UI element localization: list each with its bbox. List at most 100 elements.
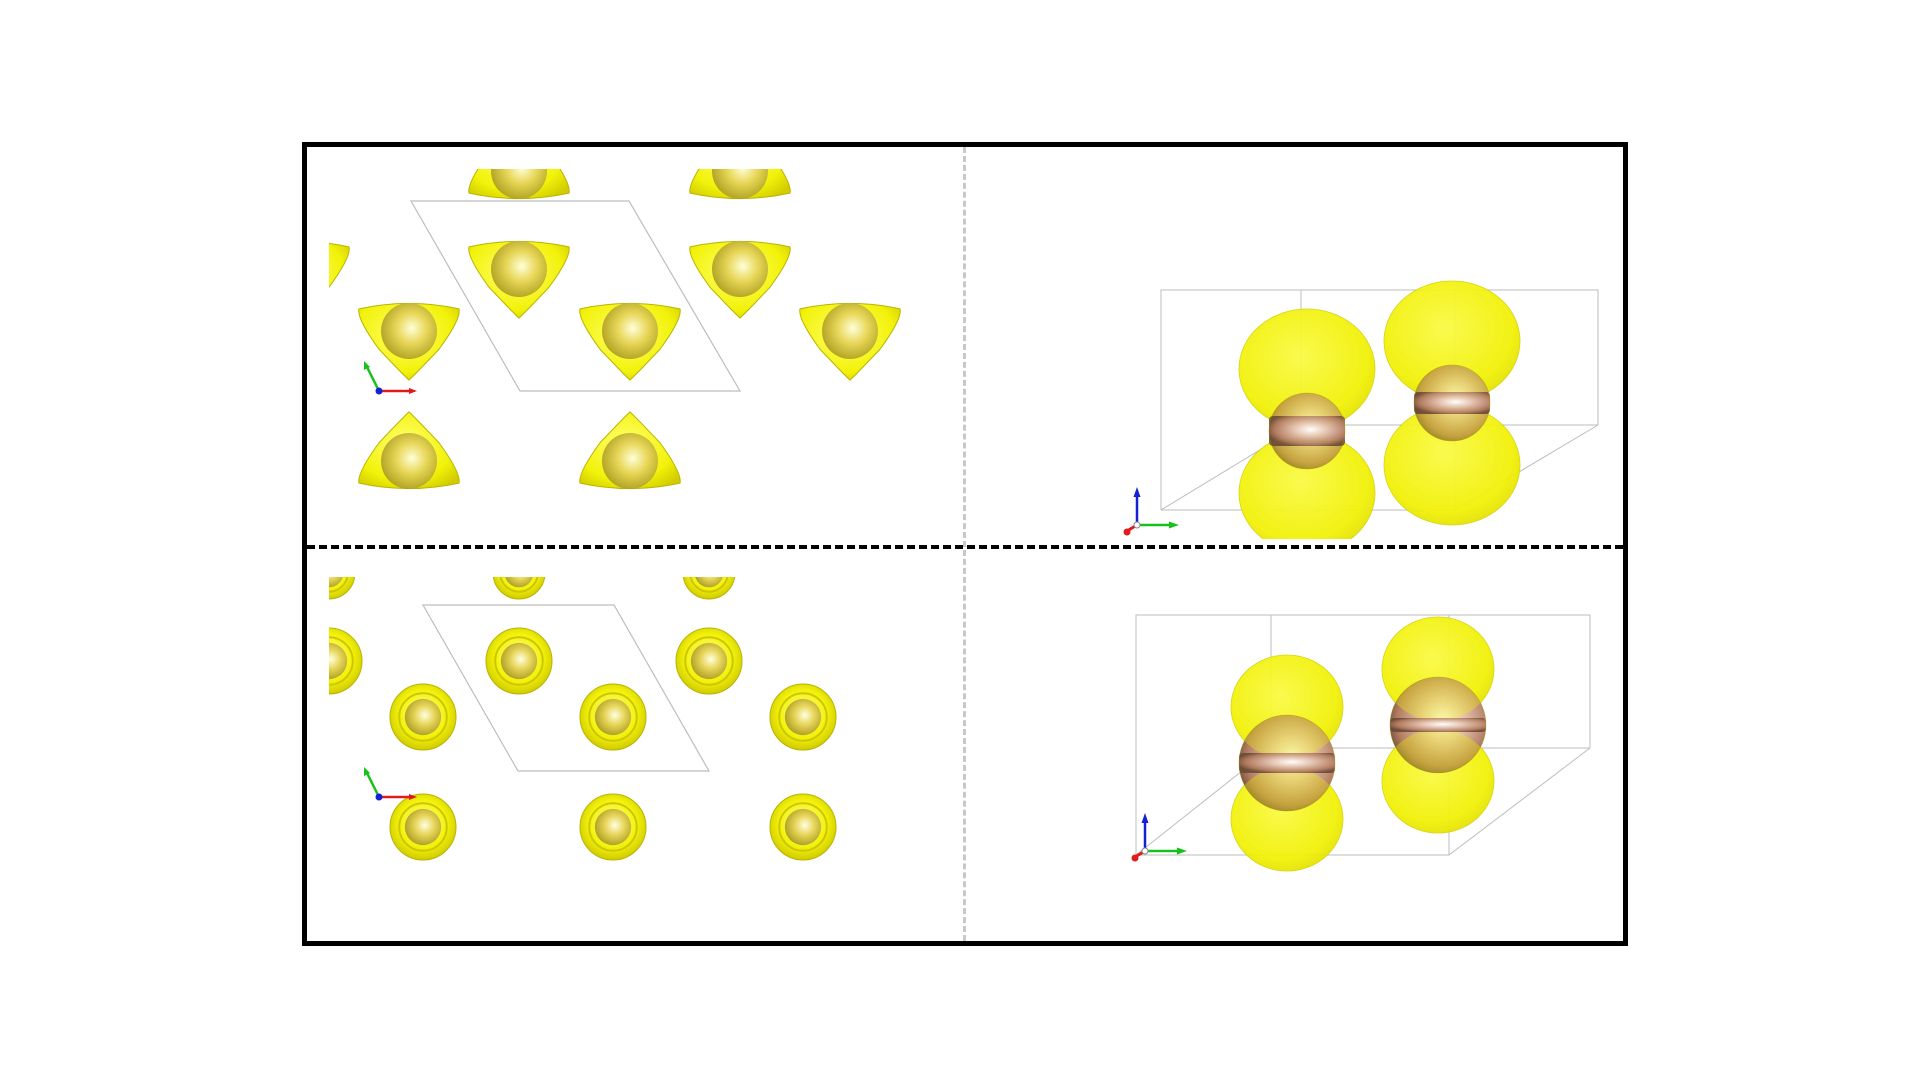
- axis-c-dot: [375, 387, 383, 395]
- inner-sphere: [404, 698, 442, 736]
- upper-lobe-overlay: [1239, 309, 1375, 429]
- axis-b-arrow: [364, 361, 370, 370]
- atom-band: [1414, 392, 1490, 414]
- orbital-lobe-triangular: [579, 302, 681, 381]
- isosurface-ring: [689, 577, 729, 593]
- upper-lobe-overlay: [1384, 281, 1520, 401]
- isosurface-ring: [588, 802, 638, 852]
- orbital-lobe-circular: [492, 577, 546, 600]
- isosurface-triangle: [329, 242, 350, 288]
- axes-triad: [1123, 487, 1179, 536]
- inner-sphere: [491, 169, 547, 199]
- orbital-lobe-circular: [675, 627, 743, 695]
- orbital-top-view-triangular: [329, 169, 901, 490]
- upper-lobe-overlay: [1231, 655, 1343, 759]
- orbital-dumbbell: [1238, 308, 1376, 539]
- lower-lobe-overlay: [1384, 405, 1520, 525]
- inner-sphere: [594, 698, 632, 736]
- orbital-side-view-wide: [1123, 280, 1599, 539]
- axis-c-dot: [375, 793, 383, 801]
- orbital-lobe-triangular: [358, 302, 460, 381]
- isosurface-ring: [494, 636, 544, 686]
- orbital-lobe-triangular: [329, 242, 350, 288]
- isosurface-ring: [398, 692, 448, 742]
- orbital-lobe-circular: [389, 793, 457, 861]
- axes-triad: [364, 361, 417, 395]
- orbital-lobe-triangular: [689, 169, 791, 200]
- orbital-dumbbell: [1383, 280, 1521, 526]
- inner-sphere: [695, 577, 723, 588]
- axis-b-arrow: [364, 767, 370, 776]
- unit-cell: [421, 604, 711, 772]
- upper-lobe-overlay: [1382, 617, 1494, 721]
- axis-a-arrow: [409, 388, 417, 394]
- axis-c-arrow: [1141, 813, 1149, 823]
- inner-sphere: [329, 642, 348, 680]
- isosurface-ring: [778, 802, 828, 852]
- orbital-dumbbell: [1381, 616, 1495, 834]
- orbital-lobe-triangular: [579, 411, 681, 490]
- isosurface-ring: [778, 692, 828, 742]
- axis-origin: [1141, 847, 1149, 855]
- atom-band: [1239, 753, 1335, 773]
- inner-sphere: [491, 241, 547, 297]
- atom-band: [1269, 416, 1345, 446]
- isosurface-circle: [492, 577, 546, 600]
- lower-lobe-overlay: [1239, 433, 1375, 539]
- atom-outline: [1413, 364, 1491, 442]
- axis-c-arrow: [1133, 487, 1141, 497]
- axes-triad: [364, 767, 417, 801]
- inner-sphere: [381, 303, 437, 359]
- axis-b: [365, 366, 381, 392]
- atom-outline: [1238, 714, 1336, 812]
- panel-top-right-side-view: [971, 155, 1623, 539]
- orbital-lobe-circular: [329, 627, 363, 695]
- isosurface-ring: [588, 692, 638, 742]
- orbital-lobe-circular: [682, 577, 736, 600]
- orbital-lobe-circular: [329, 577, 356, 600]
- axis-b-arrow: [1169, 521, 1179, 529]
- panel-bottom-right-side-view: [971, 555, 1623, 939]
- lower-lobe-overlay: [1231, 767, 1343, 871]
- inner-sphere: [784, 698, 822, 736]
- inner-sphere: [404, 808, 442, 846]
- unit-cell-box: [1160, 289, 1599, 511]
- inner-sphere: [784, 808, 822, 846]
- orbital-top-view-circular: [329, 577, 837, 861]
- orbital-lobe-circular: [769, 683, 837, 751]
- isosurface-ring: [684, 636, 734, 686]
- inner-sphere: [500, 642, 538, 680]
- inner-sphere: [712, 241, 768, 297]
- inner-sphere: [505, 577, 533, 588]
- orbital-lobe-triangular: [358, 411, 460, 490]
- isosurface-ring: [329, 636, 354, 686]
- inner-sphere: [594, 808, 632, 846]
- orbital-lobe-circular: [389, 683, 457, 751]
- isosurface-circle: [682, 577, 736, 600]
- inner-sphere: [602, 303, 658, 359]
- isosurface-ring: [398, 802, 448, 852]
- unit-cell: [409, 200, 742, 392]
- orbital-dumbbell: [1230, 654, 1344, 872]
- inner-sphere: [690, 642, 728, 680]
- atom-band: [1390, 718, 1486, 732]
- unit-cell-box: [1135, 614, 1591, 856]
- orbital-lobe-circular: [579, 683, 647, 751]
- orbital-lobe-triangular: [689, 240, 791, 319]
- inner-sphere: [381, 433, 437, 489]
- figure-frame: [302, 142, 1628, 946]
- orbital-lobe-circular: [579, 793, 647, 861]
- orbital-lobe-triangular: [799, 302, 901, 381]
- orbital-lobe-triangular: [468, 169, 570, 200]
- orbital-lobe-circular: [769, 793, 837, 861]
- orbital-lobe-circular: [485, 627, 553, 695]
- vertical-dashed-divider: [963, 147, 966, 941]
- isosurface-ring: [499, 577, 539, 593]
- axis-a-arrow: [409, 794, 417, 800]
- inner-sphere: [822, 303, 878, 359]
- atom-outline: [1268, 392, 1346, 470]
- axes-triad: [1131, 813, 1187, 862]
- panel-bottom-left-top-view: [329, 577, 929, 913]
- lower-lobe-overlay: [1382, 729, 1494, 833]
